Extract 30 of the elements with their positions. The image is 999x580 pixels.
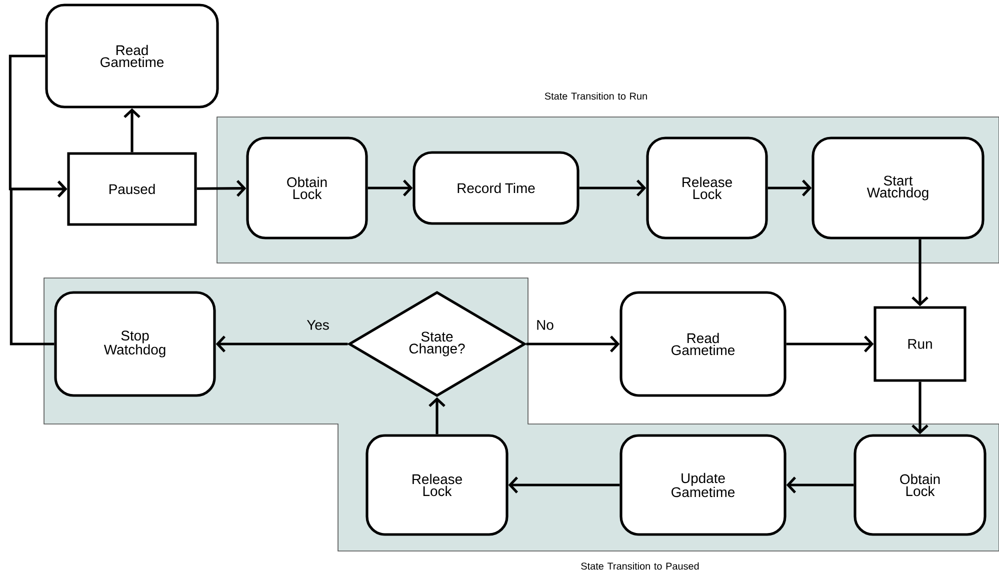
process-box: Obtain Lock [246,136,368,240]
process-box: Read Gametime [45,4,219,108]
arrow [768,180,812,196]
arrow [368,180,413,196]
process-box: Update Gametime [620,434,786,536]
arrow [786,336,874,352]
process-box: Stop Watchdog [54,291,216,397]
process-box: Start Watchdog [812,136,984,240]
arrow [124,108,140,152]
arrow [526,336,620,352]
arrow [10,180,68,346]
process-box: Record Time [412,151,580,225]
arrow [579,180,646,196]
process-box: Release Lock [646,136,768,240]
process-box: Release Lock [366,434,508,536]
arrow [196,180,246,197]
arrow [216,336,348,352]
arrow [912,239,928,306]
arrow [428,397,446,434]
process-box: Read Gametime [620,291,786,397]
node-label: State Transition to Paused [581,562,699,570]
process-box: Obtain Lock [854,434,986,536]
node-label: State Transition to Run [544,92,647,100]
arrow [508,476,620,494]
arrow [786,476,854,494]
arrow [912,382,928,434]
state-box: Paused [67,152,197,226]
state-box: Run [874,306,966,382]
edge-label: No [534,318,556,332]
edge-label: Yes [305,318,331,332]
